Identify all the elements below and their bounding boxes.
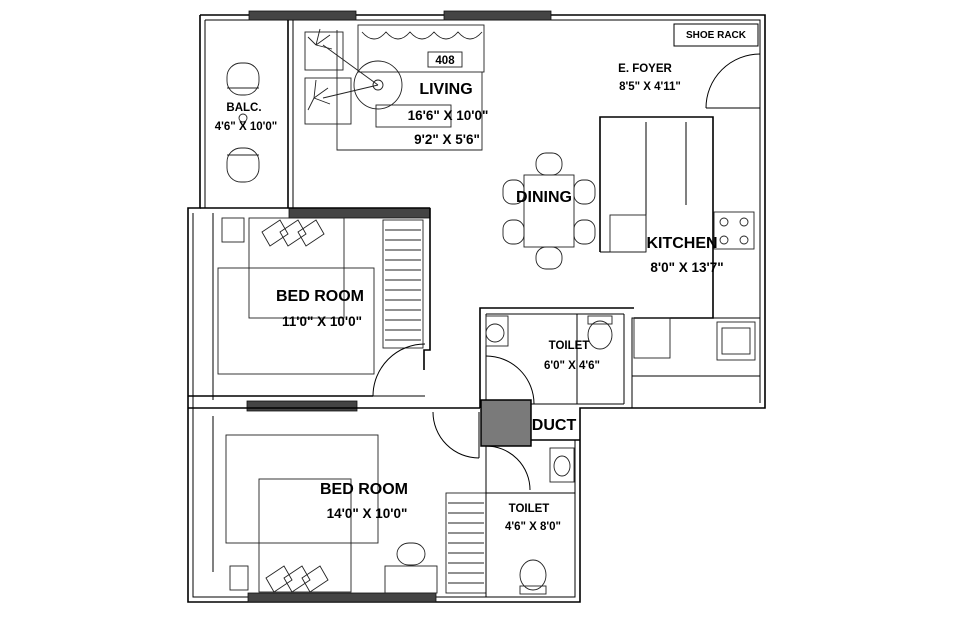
windows — [246, 10, 552, 603]
dining-label: DINING — [516, 189, 572, 206]
living-carpet-dim: 9'2" X 5'6" — [414, 132, 480, 147]
balcony-dim: 4'6" X 10'0" — [215, 121, 277, 133]
toilet-2 — [485, 439, 580, 597]
balcony-label: BALC. — [226, 102, 261, 114]
outer-walls — [187, 14, 766, 603]
toilet-1 — [479, 307, 634, 408]
duct-shaft — [480, 399, 532, 447]
kitchen — [599, 116, 761, 408]
bedroom-1 — [188, 207, 431, 400]
shoe-rack-label: SHOE RACK — [686, 30, 747, 41]
toilet-2-label: TOILET — [509, 503, 550, 515]
foyer-label: E. FOYER — [618, 63, 672, 75]
bedroom-2-label: BED ROOM — [320, 481, 408, 498]
duct-label: DUCT — [532, 417, 577, 434]
bedroom-2-dim: 14'0" X 10'0" — [327, 506, 408, 521]
bedroom-1-label: BED ROOM — [276, 288, 364, 305]
bedroom-2 — [188, 407, 487, 594]
foyer — [673, 23, 761, 109]
room-labels: SHOE RACK 408 LIVING 16'6" X 10'0" 9'2" … — [215, 30, 747, 533]
living-label: LIVING — [419, 81, 472, 98]
foyer-dim: 8'5" X 4'11" — [619, 81, 681, 93]
kitchen-label: KITCHEN — [646, 235, 717, 252]
living-furniture — [304, 24, 485, 151]
toilet-2-dim: 4'6" X 8'0" — [505, 521, 561, 533]
toilet-1-dim: 6'0" X 4'6" — [544, 360, 600, 372]
toilet-1-label: TOILET — [549, 340, 590, 352]
kitchen-dim: 8'0" X 13'7" — [650, 260, 723, 275]
balcony — [226, 20, 294, 208]
sofa-tag: 408 — [435, 55, 455, 67]
bedroom-1-dim: 11'0" X 10'0" — [282, 314, 362, 329]
dining-set — [502, 152, 596, 270]
living-dim: 16'6" X 10'0" — [408, 108, 489, 123]
